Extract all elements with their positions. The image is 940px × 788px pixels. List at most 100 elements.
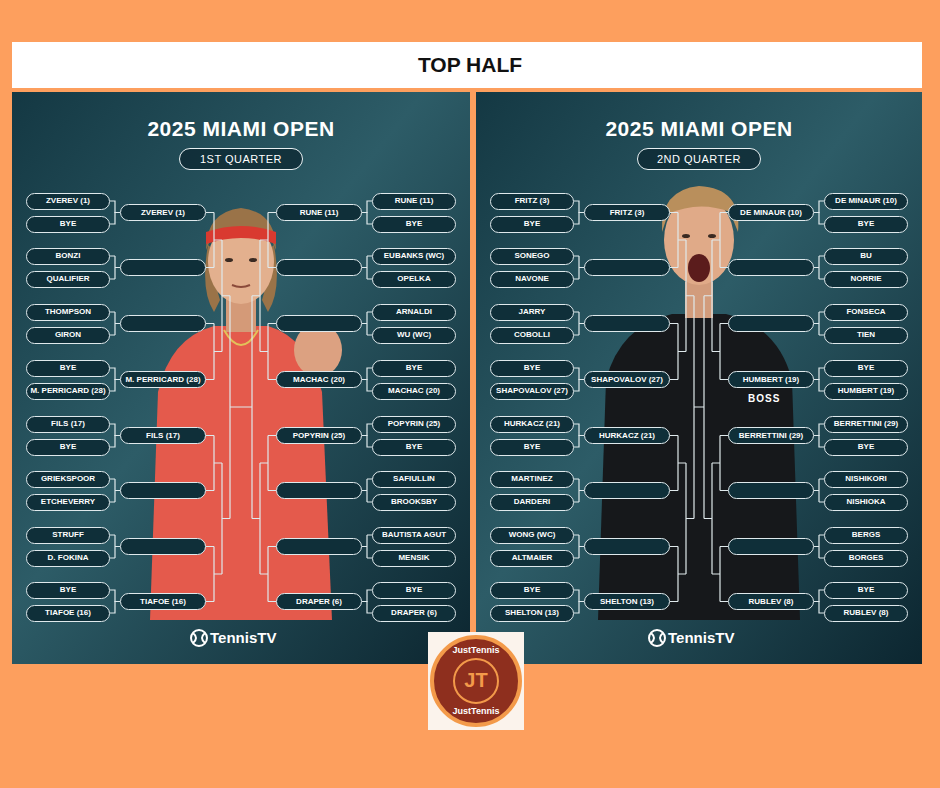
player-name: POPYRIN (25)	[388, 420, 440, 428]
empty-slot	[585, 539, 670, 555]
player-name: HURKACZ (21)	[599, 432, 655, 440]
player-slot: FONSECA	[824, 304, 908, 321]
player-slot: BYE	[372, 439, 456, 456]
bracket-line	[241, 213, 276, 602]
player-slot: ZVEREV (1)	[26, 193, 110, 210]
player-name: TIAFOE (16)	[140, 598, 186, 606]
player-slot: BAUTISTA AGUT	[372, 527, 456, 544]
bracket-line	[814, 256, 824, 558]
player-slot: RUBLEV (8)	[728, 593, 814, 610]
player-slot: BYE	[26, 439, 110, 456]
bracket-connector	[110, 368, 120, 380]
quarter-badge: 1ST QUARTER	[179, 148, 303, 170]
panel-ground	[476, 92, 922, 664]
player-slot: FRITZ (3)	[490, 193, 574, 210]
player-slot: FRITZ (3)	[584, 204, 670, 221]
player-slot: EUBANKS (WC)	[372, 248, 456, 265]
empty-slot	[729, 483, 814, 499]
player-name: BYE	[524, 443, 540, 451]
empty-slot	[277, 260, 362, 276]
player-slot: BERGS	[824, 527, 908, 544]
player-name: NISHIKORI	[845, 475, 886, 483]
player-slot: BU	[824, 248, 908, 265]
player-slot: DRAPER (6)	[276, 593, 362, 610]
player-name: DRAPER (6)	[391, 609, 437, 617]
player-name: BYE	[60, 443, 76, 451]
player-slot: SHAPOVALOV (27)	[490, 383, 574, 400]
bracket-connector	[574, 436, 584, 448]
player-name: FRITZ (3)	[515, 197, 550, 205]
quarter-panel: 2025 MIAMI OPEN1ST QUARTERZVEREV (1)BYEB…	[12, 92, 470, 664]
player-name: BYE	[406, 220, 422, 228]
empty-slot	[121, 483, 206, 499]
tennistv-icon	[191, 630, 207, 646]
player-name: HUMBERT (19)	[743, 376, 799, 384]
bracket-connector	[574, 368, 584, 380]
player-name: ARNALDI	[396, 308, 432, 316]
player-slot: M. PERRICARD (28)	[120, 371, 206, 388]
player-slot: GIRON	[26, 327, 110, 344]
bracket-connector	[110, 590, 120, 602]
player-slot: ZVEREV (1)	[120, 204, 206, 221]
player-slot: BYE	[824, 216, 908, 233]
player-name: BYE	[524, 220, 540, 228]
tennistv-icon	[193, 633, 205, 643]
player-slot: STRUFF	[26, 527, 110, 544]
player-name: BONZI	[56, 252, 81, 260]
logo-wordmark: JustTennis	[428, 706, 524, 717]
bracket-connector	[814, 436, 824, 448]
player-slot: NISHIKORI	[824, 471, 908, 488]
player-slot: BERRETTINI (29)	[728, 427, 814, 444]
player-name: BORGES	[849, 554, 884, 562]
player-name: OPELKA	[397, 275, 430, 283]
player-name: DARDERI	[514, 498, 550, 506]
bracket-line	[362, 256, 372, 558]
player-name: COBOLLI	[514, 331, 550, 339]
empty-slot	[585, 316, 670, 332]
player-name: GIRON	[55, 331, 81, 339]
player-slot: BYE	[26, 360, 110, 377]
bracket-connector	[362, 436, 372, 448]
player-name: FONSECA	[846, 308, 885, 316]
player-slot: COBOLLI	[490, 327, 574, 344]
player-name: RUBLEV (8)	[844, 609, 889, 617]
tennistv-icon	[649, 630, 665, 646]
player-slot: BYE	[490, 439, 574, 456]
bracket-connector	[362, 380, 372, 392]
empty-slot	[277, 316, 362, 332]
bracket-line	[670, 213, 699, 602]
empty-slot	[277, 483, 362, 499]
headband	[206, 226, 276, 244]
player-name: BYE	[60, 220, 76, 228]
player-slot: GRIEKSPOOR	[26, 471, 110, 488]
player-slot: THOMPSON	[26, 304, 110, 321]
player-name: BYE	[524, 586, 540, 594]
eye	[708, 234, 716, 238]
player-name: TIAFOE (16)	[45, 609, 91, 617]
player-name: FILS (17)	[51, 420, 85, 428]
player-name: M. PERRICARD (28)	[30, 387, 105, 395]
player-slot: TIEN	[824, 327, 908, 344]
player-slot: ETCHEVERRY	[26, 494, 110, 511]
bracket-connector	[574, 201, 584, 213]
player-slot: BYE	[372, 360, 456, 377]
player-name: TIEN	[857, 331, 875, 339]
bracket-connector	[574, 590, 584, 602]
player-name: DRAPER (6)	[296, 598, 342, 606]
player-name: D. FOKINA	[48, 554, 89, 562]
player-name: MACHAC (20)	[293, 376, 345, 384]
hair	[662, 186, 738, 232]
logo-wordmark: JustTennis	[428, 645, 524, 656]
bracket-connector	[814, 380, 824, 392]
player-name: BAUTISTA AGUT	[382, 531, 446, 539]
player-slot: D. FOKINA	[26, 550, 110, 567]
player-slot: HUMBERT (19)	[824, 383, 908, 400]
player-name: BYE	[406, 586, 422, 594]
player-name: BYE	[858, 220, 874, 228]
page-title: TOP HALF	[0, 53, 940, 77]
bracket-line	[574, 256, 584, 558]
player-slot: OPELKA	[372, 271, 456, 288]
player-name: DE MINAUR (10)	[740, 209, 802, 217]
mouth	[688, 254, 710, 282]
player-name: NORRIE	[850, 275, 881, 283]
